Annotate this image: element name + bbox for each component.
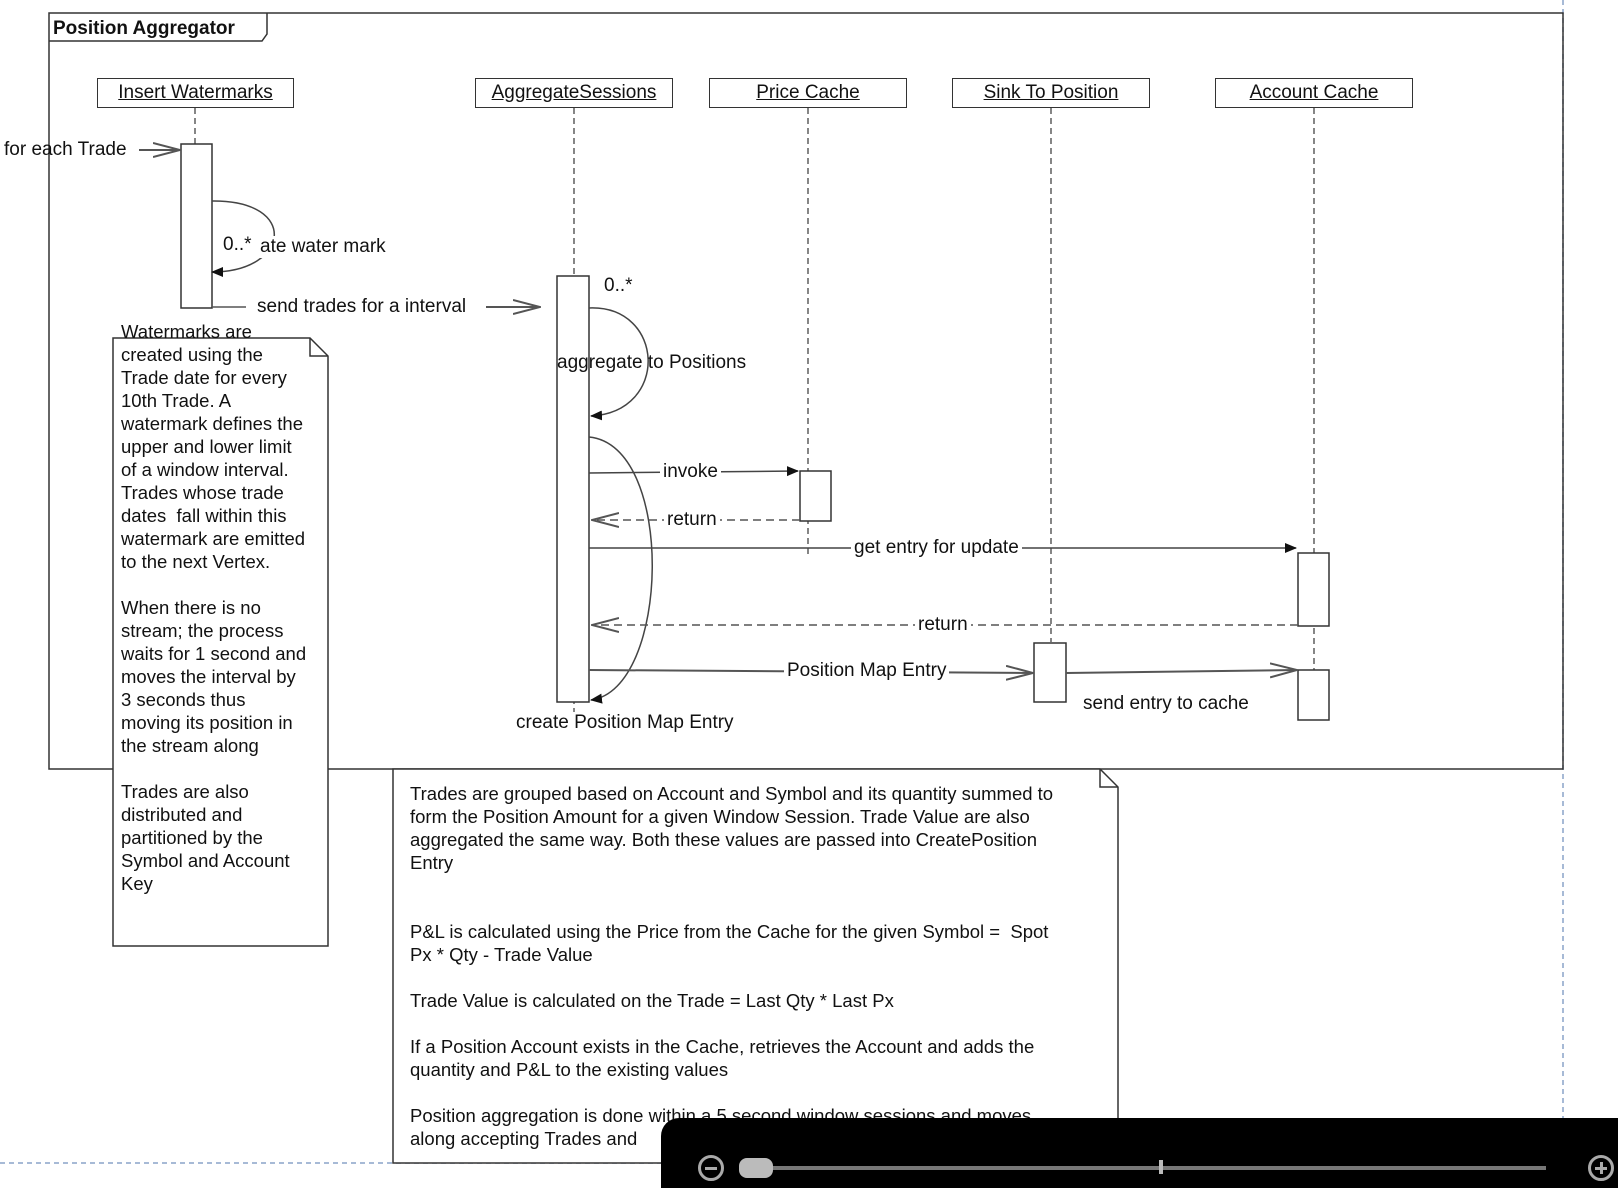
note-aggregation-fold: [1099, 769, 1118, 788]
label-multiplicity-1: 0..*: [223, 234, 252, 255]
activation-price-cache: [799, 470, 832, 522]
label-aggregate: aggregate to Positions: [557, 352, 747, 373]
lifeline-head-account-cache[interactable]: Account Cache: [1215, 78, 1413, 108]
note-watermarks-shape: [112, 337, 329, 947]
label-for-each-trade: for each Trade: [4, 139, 127, 160]
zoom-slider-track[interactable]: [746, 1166, 1546, 1170]
label-invoke: invoke: [660, 461, 721, 483]
zoom-in-icon[interactable]: [1588, 1155, 1614, 1181]
label-create-entry: create Position Map Entry: [513, 712, 737, 734]
arrow-aggregate: [588, 307, 649, 421]
frame-tab: [49, 13, 268, 42]
zoom-slider-handle[interactable]: [739, 1158, 773, 1178]
label-send-trades: send trades for a interval: [254, 296, 470, 318]
activation-aggregate-sessions: [556, 275, 590, 703]
lifeline-head-sink-to-position[interactable]: Sink To Position: [952, 78, 1150, 108]
zoom-out-icon[interactable]: [698, 1155, 724, 1181]
label-position-map-entry: Position Map Entry: [784, 660, 950, 682]
note-watermarks-text: Watermarks are created using the Trade d…: [121, 321, 307, 894]
activation-insert-watermarks: [180, 143, 213, 309]
activation-sink-to-position: [1033, 642, 1067, 703]
lifeline-head-price-cache[interactable]: Price Cache: [709, 78, 907, 108]
note-watermarks-fold: [309, 338, 328, 357]
arrow-create-entry: [588, 436, 653, 704]
lifeline-head-insert-watermarks[interactable]: Insert Watermarks: [97, 78, 294, 108]
label-send-entry: send entry to cache: [1083, 693, 1249, 714]
zoom-toolbar: [661, 1118, 1618, 1188]
note-aggregation-shape: [392, 768, 1119, 1164]
label-return-1: return: [664, 509, 720, 531]
note-aggregation-text: Trades are grouped based on Account and …: [410, 783, 1054, 1149]
lifeline-head-aggregate-sessions[interactable]: AggregateSessions: [475, 78, 673, 108]
label-multiplicity-2: 0..*: [604, 275, 633, 296]
arrow-send-entry: [1065, 670, 1297, 673]
label-create-watermark: ate water mark: [257, 236, 389, 258]
activation-account-cache-1: [1297, 552, 1330, 627]
label-get-entry: get entry for update: [851, 537, 1022, 559]
label-return-2: return: [915, 614, 971, 636]
frame-title: Position Aggregator: [53, 18, 235, 39]
zoom-slider-tick: [1159, 1160, 1163, 1174]
activation-account-cache-2: [1297, 669, 1330, 721]
